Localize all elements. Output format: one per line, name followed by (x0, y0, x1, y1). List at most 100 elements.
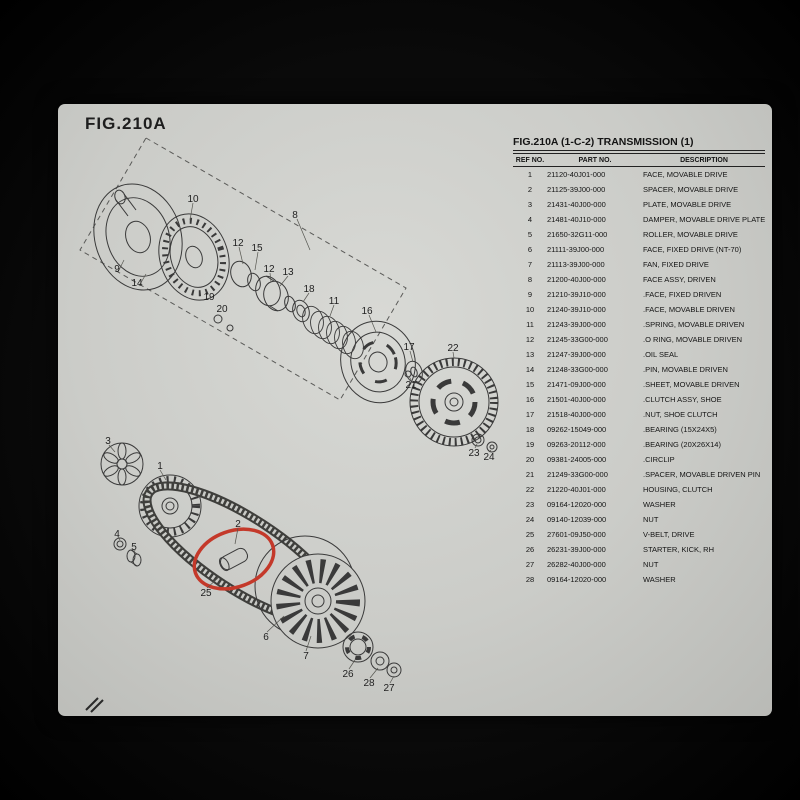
part-cell: 27601-09J50-000 (547, 530, 606, 539)
callout-13: 13 (282, 267, 294, 278)
col-part-no: PART NO. (578, 156, 612, 164)
desc-cell: .SPACER, MOVABLE DRIVEN PIN (643, 470, 761, 479)
part-cell: 09263-20112-000 (547, 440, 606, 449)
callout-23: 23 (468, 448, 480, 459)
diagram-art (79, 137, 499, 713)
desc-cell: FAN, FIXED DRIVE (643, 260, 709, 269)
catalog-page: FIG.210A (58, 104, 772, 716)
part-cell: 21210-39J10-000 (547, 290, 606, 299)
desc-cell: .CIRCLIP (643, 455, 675, 464)
ref-cell: 21 (525, 470, 535, 479)
part-cell: 21220-40J01-000 (547, 485, 606, 494)
desc-cell: .O RING, MOVABLE DRIVEN (643, 335, 743, 344)
ref-cell: 16 (525, 395, 535, 404)
kick-starter-parts (342, 631, 402, 678)
part-cell: 21501-40J00-000 (547, 395, 606, 404)
desc-cell: FACE ASSY, DRIVEN (643, 275, 716, 284)
callout-21: 21 (405, 380, 417, 391)
part-cell: 09164-12020-000 (547, 575, 607, 584)
driven-face-discs (93, 183, 230, 301)
desc-cell: .CLUTCH ASSY, SHOE (643, 395, 722, 404)
desc-cell: HOUSING, CLUTCH (643, 485, 713, 494)
part-cell: 21113-39J00-000 (547, 260, 605, 269)
desc-cell: NUT (643, 515, 659, 524)
ref-cell: 24 (525, 515, 535, 524)
diagram-svg: EVO 108121512131811169141920172122232431… (79, 137, 499, 713)
table-row: 12 21245-33G00-000 .O RING, MOVABLE DRIVEN (513, 332, 765, 347)
part-cell: 21245-33G00-000 (547, 335, 608, 344)
callout-26: 26 (342, 669, 354, 680)
part-cell: 09164-12020-000 (547, 500, 607, 509)
callout-4: 4 (114, 529, 120, 540)
dashed-boundary (79, 137, 407, 401)
figure-label: FIG.210A (85, 114, 167, 133)
ref-cell: 5 (527, 230, 533, 239)
ref-cell: 2 (527, 185, 533, 194)
desc-cell: FACE, FIXED DRIVE (NT-70) (643, 245, 742, 254)
callout-17: 17 (403, 342, 415, 353)
clutch-shoe-assembly (340, 320, 423, 404)
fixed-drive-face-fan (254, 535, 366, 649)
table-title: FIG.210A (1-C-2) TRANSMISSION (1) (513, 136, 765, 151)
evo-logo (85, 697, 104, 713)
part-cell: 21248-33G00-000 (547, 365, 608, 374)
ref-cell: 7 (527, 260, 533, 269)
desc-cell: .FACE, FIXED DRIVEN (643, 290, 722, 299)
callout-6: 6 (263, 632, 269, 643)
part-cell: 09381-24005-000 (547, 455, 607, 464)
callout-7: 7 (303, 651, 309, 662)
part-cell: 21200-40J00-000 (547, 275, 606, 284)
part-cell: 21243-39J00-000 (547, 320, 606, 329)
desc-cell: ROLLER, MOVABLE DRIVE (643, 230, 738, 239)
ref-cell: 22 (525, 485, 535, 494)
part-cell: 21240-39J10-000 (547, 305, 606, 314)
ref-cell: 26 (525, 545, 535, 554)
desc-cell: .OIL SEAL (643, 350, 679, 359)
part-cell: 21471-09J00-000 (547, 380, 606, 389)
part-cell: 21111-39J00-000 (547, 245, 605, 254)
desc-cell: .SPRING, MOVABLE DRIVEN (643, 320, 745, 329)
ref-cell: 17 (525, 410, 535, 419)
ref-cell: 12 (525, 335, 535, 344)
callout-8: 8 (292, 210, 298, 221)
desc-cell: PLATE, MOVABLE DRIVE (643, 200, 732, 209)
part-cell: 21431-40J00-000 (547, 200, 606, 209)
part-cell: 21125-39J00-000 (547, 185, 606, 194)
part-cell: 21120-40J01-000 (547, 170, 606, 179)
callout-12: 12 (232, 238, 244, 249)
ref-cell: 18 (525, 425, 535, 434)
ref-cell: 10 (525, 305, 535, 314)
table-row: 22 21220-40J01-000 HOUSING, CLUTCH (513, 482, 765, 497)
ref-cell: 9 (527, 290, 533, 299)
ref-cell: 14 (525, 365, 535, 374)
ref-cell: 28 (525, 575, 535, 584)
callout-27: 27 (383, 683, 395, 694)
callout-10: 10 (187, 194, 199, 205)
clutch-housing (409, 357, 499, 453)
ref-cell: 19 (525, 440, 535, 449)
ref-cell: 13 (525, 350, 535, 359)
part-cell: 26231-39J00-000 (547, 545, 606, 554)
callout-18: 18 (303, 284, 315, 295)
callout-14: 14 (131, 278, 143, 289)
leader-lines (108, 202, 492, 684)
callout-19: 19 (203, 292, 215, 303)
highlight-circle (192, 527, 276, 591)
callout-11: 11 (329, 296, 340, 307)
